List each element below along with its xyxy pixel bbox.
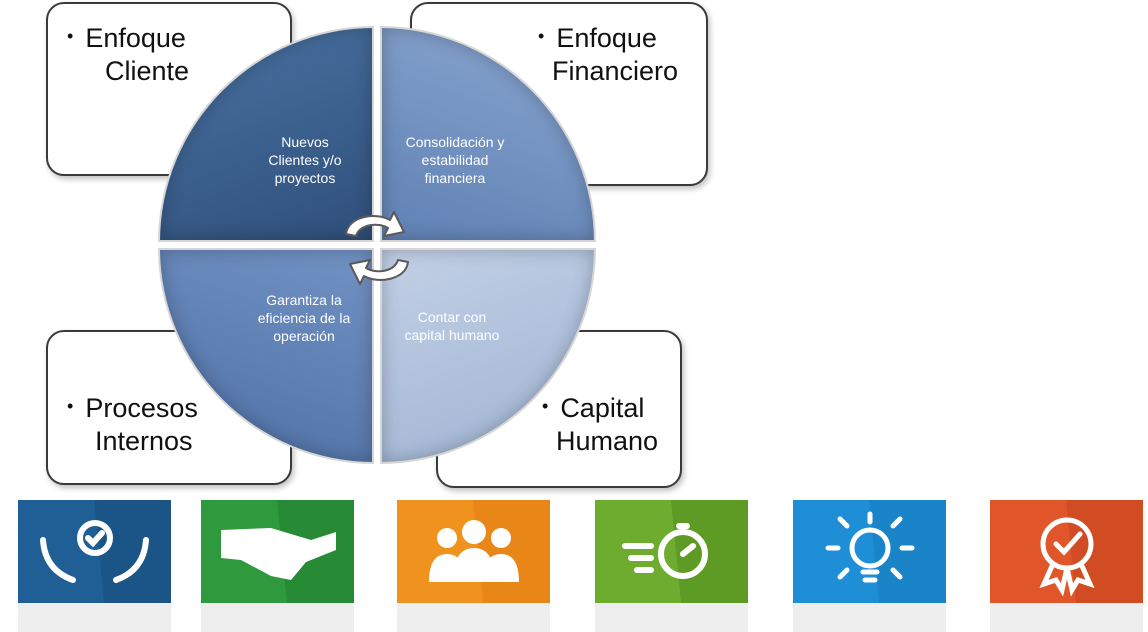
- tile-shape: [397, 500, 550, 613]
- enfoque-cliente-label: •Enfoque Cliente: [67, 23, 190, 86]
- hands-gear-check-icon: [40, 520, 149, 583]
- tile-stripe-2: [201, 603, 354, 632]
- segment-text-garantiza: Garantiza la eficiencia de la operación: [257, 292, 351, 344]
- tile-stripe-1: [18, 603, 171, 632]
- procesos-internos-label: •Procesos Internos: [67, 393, 198, 456]
- lightbulb-gear-icon: [825, 511, 915, 583]
- tile-shape: [595, 500, 748, 613]
- tile-stripe-5: [793, 603, 946, 632]
- stopwatch-speed-icon: [622, 523, 708, 579]
- icon-tile-2: [201, 500, 354, 613]
- segment-text-capital: Contar con capital humano: [404, 309, 500, 343]
- icon-tile-1: [18, 500, 171, 613]
- tile-stripe-4: [595, 603, 748, 632]
- tile-shape: [990, 500, 1143, 613]
- tile-shape: [18, 500, 171, 613]
- enfoque-financiero-label: •Enfoque Financiero: [538, 23, 679, 86]
- tile-shape: [793, 500, 946, 613]
- icon-tile-3: [397, 500, 550, 613]
- handshake-icon: [221, 528, 336, 580]
- segment-text-consolidacion: Consolidación y estabilidad financiera: [405, 134, 505, 186]
- segment-text-nuevos: Nuevos Clientes y/o proyectos: [268, 134, 342, 186]
- capital-humano-label: •Capital Humano: [542, 393, 659, 456]
- icon-tile-5: [793, 500, 946, 613]
- team-people-icon: [429, 520, 519, 582]
- icon-tile-6: [990, 500, 1143, 613]
- award-check-icon: [1039, 517, 1095, 597]
- tile-stripe-6: [990, 603, 1143, 632]
- icon-tile-4: [595, 500, 748, 613]
- tile-stripe-3: [397, 603, 550, 632]
- cycle-arrows-icon: [345, 211, 409, 285]
- tile-shape: [201, 500, 354, 613]
